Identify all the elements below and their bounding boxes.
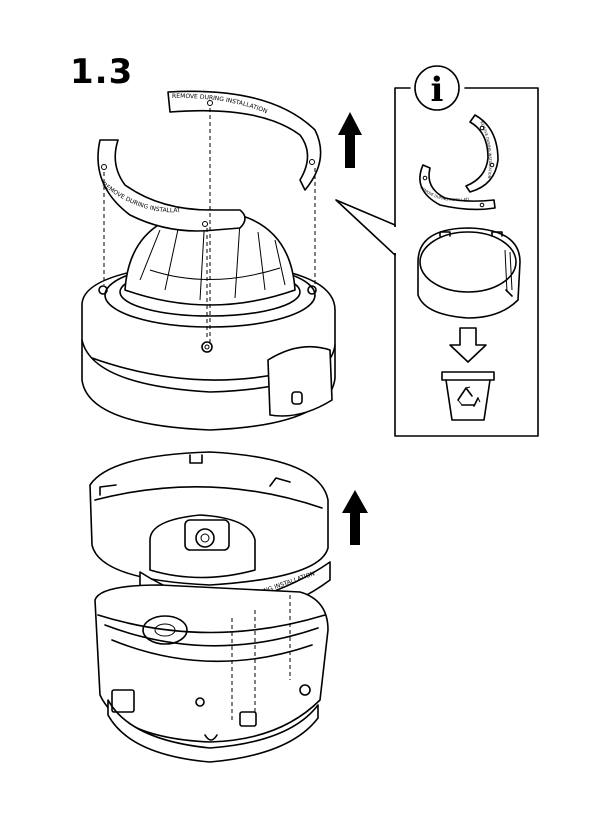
- info-glyph: i: [431, 70, 444, 110]
- shroud-small: [418, 228, 520, 318]
- dome-camera-top: REMOVE DURING INSTALLATION REMOVE DURING…: [0, 0, 335, 430]
- arrow-up-icon: [338, 112, 362, 168]
- label-remove-left: REMOVE DURING INSTALLATION: [0, 0, 181, 214]
- dome-camera-bottom: REMOVE DURING INSTALLATION: [90, 452, 330, 762]
- recycle-bin-icon: [442, 372, 494, 420]
- arrow-down-icon: [450, 328, 486, 362]
- arrow-up-icon-bottom: [342, 490, 368, 545]
